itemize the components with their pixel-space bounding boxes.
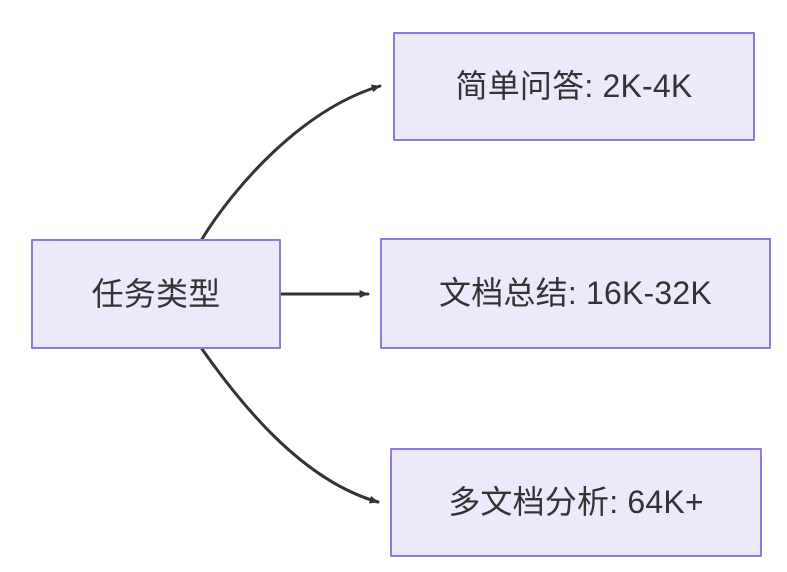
node-label: 任务类型: [91, 275, 221, 312]
edge-source-multidoc: [200, 347, 380, 504]
node-task-type[interactable]: 任务类型: [31, 239, 281, 349]
node-simple-qa[interactable]: 简单问答: 2K-4K: [393, 32, 755, 141]
edge-source-simple: [200, 84, 382, 241]
node-label: 文档总结: 16K-32K: [439, 275, 712, 312]
node-multi-document-analysis[interactable]: 多文档分析: 64K+: [390, 448, 762, 557]
node-label: 多文档分析: 64K+: [448, 484, 704, 521]
node-document-summary[interactable]: 文档总结: 16K-32K: [380, 238, 771, 349]
node-label: 简单问答: 2K-4K: [455, 68, 693, 105]
